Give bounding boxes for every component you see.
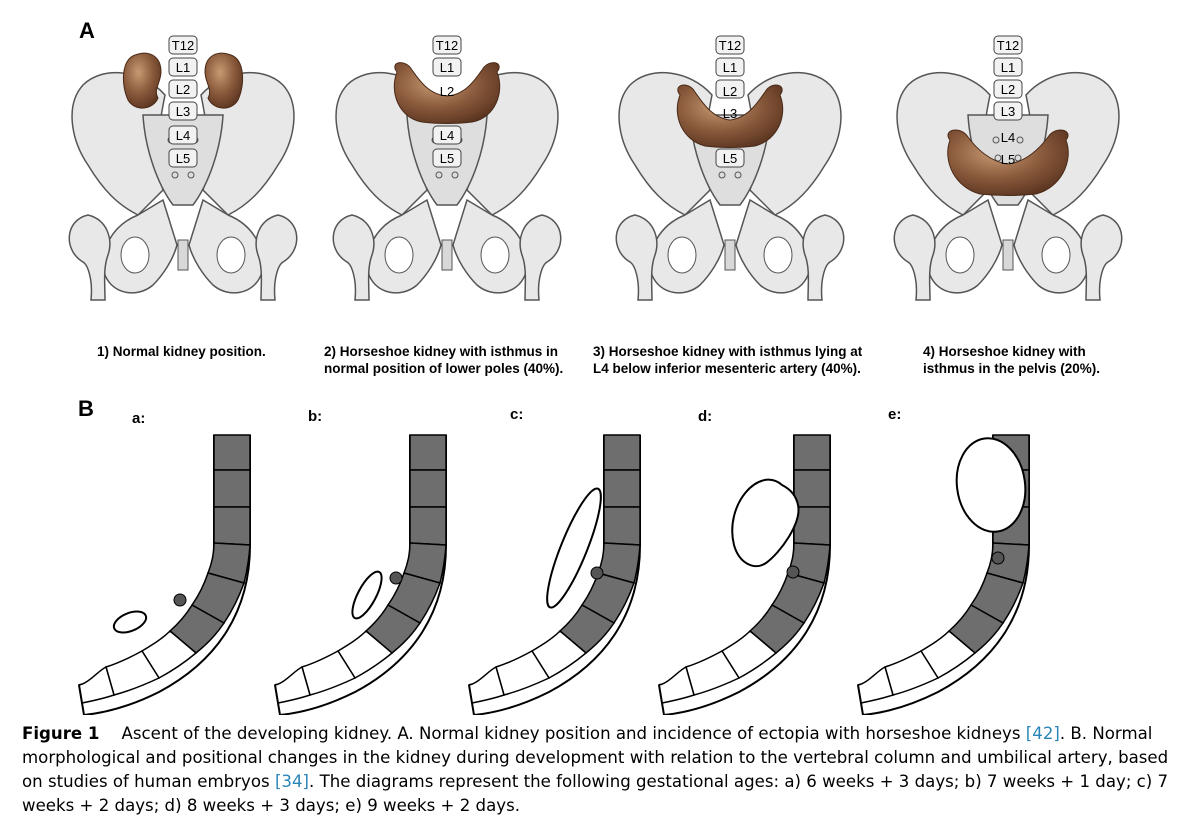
vertebral-column <box>658 434 831 715</box>
kidney-outline <box>731 478 800 568</box>
diagram-d <box>658 434 831 715</box>
vertebra-label-l2: L2 <box>176 82 190 97</box>
vertebra-label-l1: L1 <box>440 60 454 75</box>
caption-text-1: Ascent of the developing kidney. A. Norm… <box>121 724 1026 743</box>
caption-line-1: 1) Normal kidney position. <box>97 344 266 359</box>
diagram-e <box>857 434 1030 715</box>
vertebra-label-l3: L3 <box>723 106 737 121</box>
horseshoe-kidney-figure-2: T12 L1 L2 L4 L5 <box>332 35 562 301</box>
kidney-outline <box>351 570 383 620</box>
panel-a-illustrations: T12 L1 L2 L3 L4 L5 T12 L1 L2 L4 L5 T12 L… <box>68 35 1123 301</box>
vertebra-label-t12: T12 <box>436 38 458 53</box>
sublabel-d: d: <box>698 408 713 425</box>
diagram-c <box>468 434 641 715</box>
diagram-b <box>274 434 447 715</box>
right-kidney <box>204 52 244 109</box>
vertebra-label-l4: L4 <box>176 128 190 143</box>
umbilical-artery <box>786 565 800 579</box>
vertebra-label-t12: T12 <box>997 38 1019 53</box>
caption-line-2: normal position of lower poles (40%). <box>324 361 564 376</box>
vertebra-label-l1: L1 <box>723 60 737 75</box>
kidney-outline <box>112 610 148 634</box>
sublabel-a: a: <box>132 410 146 427</box>
vertebra-label-l5: L5 <box>1001 152 1015 167</box>
vertebra-label-l5: L5 <box>723 151 737 166</box>
normal-kidney-figure: T12 L1 L2 L3 L4 L5 <box>68 35 298 301</box>
vertebra-label-l5: L5 <box>176 151 190 166</box>
reference-link-34[interactable]: [34] <box>274 772 310 791</box>
horseshoe-kidney <box>947 129 1069 196</box>
caption-text-3: . The diagrams represent the following g… <box>22 772 1169 815</box>
vertebra-label-l4: L4 <box>440 128 454 143</box>
panel-a-letter: A <box>79 18 95 43</box>
kidney-outline <box>546 487 602 609</box>
diagram-a <box>78 434 251 715</box>
caption-line-2: L4 below inferior mesenteric artery (40%… <box>593 361 861 376</box>
horseshoe-kidney <box>676 84 784 148</box>
figure-2-caption: 2) Horseshoe kidney with isthmus in norm… <box>324 343 563 377</box>
vertebra-label-t12: T12 <box>172 38 194 53</box>
vertebra-label-l1: L1 <box>1001 60 1015 75</box>
vertebral-column: T12 L1 L2 L3 L4 L5 <box>168 35 198 168</box>
sublabel-b: b: <box>308 408 323 425</box>
vertebral-column <box>274 434 447 715</box>
horseshoe-kidney-figure-4: T12 L1 L2 L3 L4 L5 <box>893 35 1123 301</box>
caption-line-1: 2) Horseshoe kidney with isthmus in <box>324 344 559 359</box>
horseshoe-kidney-figure-3: T12 L1 L2 L3 L5 <box>615 35 845 301</box>
kidney-outline <box>955 437 1027 533</box>
sublabel-c: c: <box>510 406 524 423</box>
figure-1-caption: 1) Normal kidney position. <box>97 343 266 360</box>
panel-b-letter: B <box>78 396 94 421</box>
umbilical-artery <box>173 593 187 607</box>
vertebra-label-l2: L2 <box>723 84 737 99</box>
vertebra-label-l2: L2 <box>1001 82 1015 97</box>
caption-line-2: isthmus in the pelvis (20%). <box>923 361 1101 376</box>
horseshoe-kidney <box>393 62 501 124</box>
caption-line-1: 4) Horseshoe kidney with <box>923 344 1086 359</box>
left-kidney <box>122 52 162 109</box>
vertebra-label-l3: L3 <box>176 104 190 119</box>
figure-4-caption: 4) Horseshoe kidney with isthmus in the … <box>923 343 1100 377</box>
vertebral-column <box>78 434 251 715</box>
vertebra-label-l4: L4 <box>1001 130 1015 145</box>
vertebra-label-l3: L3 <box>1001 104 1015 119</box>
panel-b-diagrams <box>78 434 1030 715</box>
caption-text-2: . B. Normal morphological and positional… <box>22 724 1169 791</box>
sublabel-e: e: <box>888 406 902 423</box>
vertebra-label-l2: L2 <box>440 84 454 99</box>
umbilical-artery <box>389 571 403 585</box>
umbilical-artery <box>991 551 1005 565</box>
caption-line-1: 3) Horseshoe kidney with isthmus lying a… <box>593 344 863 359</box>
reference-link-42[interactable]: [42] <box>1025 724 1060 743</box>
figure-caption: Figure 1 Ascent of the developing kidney.… <box>22 722 1182 818</box>
figure-label: Figure 1 <box>22 724 100 743</box>
vertebra-label-l5: L5 <box>440 151 454 166</box>
vertebra-label-l1: L1 <box>176 60 190 75</box>
vertebra-label-t12: T12 <box>719 38 741 53</box>
umbilical-artery <box>590 566 604 580</box>
figure-3-caption: 3) Horseshoe kidney with isthmus lying a… <box>593 343 862 377</box>
